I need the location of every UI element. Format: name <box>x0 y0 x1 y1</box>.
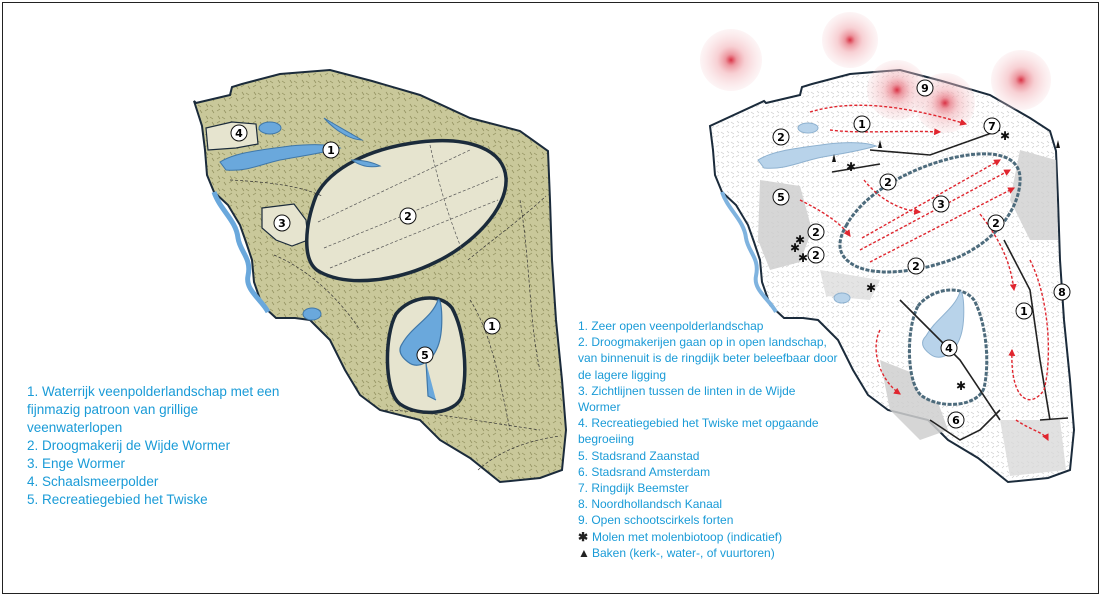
left-legend-item: 2. Droogmakerij de Wijde Wormer <box>27 438 231 453</box>
left-legend-item: 3. Enge Wormer <box>27 456 126 471</box>
svg-text:5: 5 <box>421 349 429 362</box>
svg-text:1: 1 <box>1020 305 1028 318</box>
left-marker-1b: 1 <box>483 317 501 335</box>
svg-text:7: 7 <box>988 120 996 133</box>
right-marker-9: 9 <box>916 79 934 97</box>
right-legend-item: 2. Droogmakerijen gaan op in open landsc… <box>578 335 838 382</box>
windmill-icon: ✱ <box>578 529 589 544</box>
right-legend-item: 7. Ringdijk Beemster <box>578 481 689 496</box>
urban-zaanstad <box>758 180 812 270</box>
right-legend-item: 6. Stadsrand Amsterdam <box>578 464 711 479</box>
right-legend-item: 4. Recreatiegebied het Twiske met opgaan… <box>578 416 819 447</box>
svg-text:3: 3 <box>937 198 945 211</box>
svg-text:2: 2 <box>992 217 1000 230</box>
svg-text:2: 2 <box>884 176 892 189</box>
svg-text:2: 2 <box>912 260 920 273</box>
windmill-legend-label: Molen met molenbiotoop (indicatief) <box>592 529 783 544</box>
right-marker-7: 7 <box>983 117 1001 135</box>
right-map: ✱ ✱ ✱ ✱ ✱ ✱ ✱ 1 1 2 2 2 2 2 2 3 4 5 6 7 … <box>700 12 1076 484</box>
fort-circles <box>700 12 1051 133</box>
symbols: ✱ ✱ ✱ ✱ ✱ ✱ ✱ <box>790 129 1060 393</box>
right-marker-2a: 2 <box>772 128 790 146</box>
right-marker-6: 6 <box>947 411 965 429</box>
beacon-icon <box>878 140 882 148</box>
right-marker-4: 4 <box>940 339 958 357</box>
svg-text:1: 1 <box>488 320 496 333</box>
view-arrows <box>799 104 1050 442</box>
right-marker-8: 8 <box>1053 283 1071 301</box>
svg-text:4: 4 <box>235 127 243 140</box>
svg-text:5: 5 <box>777 191 785 204</box>
windmill-icon: ✱ <box>795 233 805 247</box>
right-marker-1b: 1 <box>1015 302 1033 320</box>
right-legend-symbol-windmill: ✱Molen met molenbiotoop (indicatief) <box>578 529 838 545</box>
right-legend: 1. Zeer open veenpolderlandschap 2. Droo… <box>578 318 838 561</box>
windmill-icon: ✱ <box>798 251 808 265</box>
left-legend-item: 4. Schaalsmeerpolder <box>27 474 159 489</box>
windmill-icon: ✱ <box>846 160 856 174</box>
left-legend-item: 1. Waterrijk veenpolderlandschap met een… <box>27 384 280 435</box>
left-marker-2: 2 <box>399 207 417 225</box>
svg-text:2: 2 <box>777 131 785 144</box>
right-marker-1: 1 <box>853 115 871 133</box>
svg-text:3: 3 <box>278 217 286 230</box>
left-marker-5: 5 <box>416 346 434 364</box>
svg-text:4: 4 <box>945 342 953 355</box>
right-marker-2f: 2 <box>807 246 825 264</box>
left-map-western-river <box>211 191 271 314</box>
right-marker-3: 3 <box>932 195 950 213</box>
beacon-icon <box>1056 140 1060 148</box>
right-legend-item: 9. Open schootscirkels forten <box>578 513 734 528</box>
windmill-icon: ✱ <box>956 379 966 393</box>
left-marker-3: 3 <box>273 214 291 232</box>
svg-text:9: 9 <box>921 82 929 95</box>
svg-text:2: 2 <box>404 210 412 223</box>
svg-text:6: 6 <box>952 414 960 427</box>
svg-text:1: 1 <box>327 144 335 157</box>
svg-text:2: 2 <box>812 249 820 262</box>
right-legend-item: 8. Noordhollandsch Kanaal <box>578 497 723 512</box>
svg-text:1: 1 <box>858 118 866 131</box>
left-map: 1 2 3 4 5 1 <box>193 68 568 484</box>
right-map-markers: 1 1 2 2 2 2 2 2 3 4 5 6 7 8 9 <box>772 79 1071 429</box>
right-legend-symbol-beacon: ▲Baken (kerk-, water-, of vuurtoren) <box>578 545 838 561</box>
left-legend: 1. Waterrijk veenpolderlandschap met een… <box>27 383 297 509</box>
right-marker-2b: 2 <box>879 173 897 191</box>
beacon-icon <box>832 154 836 162</box>
left-map-water-main <box>219 144 342 171</box>
right-legend-item: 5. Stadsrand Zaanstad <box>578 448 700 463</box>
left-map-markers: 1 2 3 4 5 1 <box>230 124 501 364</box>
svg-text:8: 8 <box>1058 286 1066 299</box>
beacon-legend-label: Baken (kerk-, water-, of vuurtoren) <box>592 545 775 560</box>
windmill-icon: ✱ <box>1000 129 1010 143</box>
right-marker-2e: 2 <box>907 257 925 275</box>
beacon-icon: ▲ <box>578 545 590 560</box>
right-marker-2d: 2 <box>987 214 1005 232</box>
right-legend-item: 3. Zichtlijnen tussen de linten in de Wi… <box>578 383 796 415</box>
left-marker-1: 1 <box>322 141 340 159</box>
right-map-wijde-wormer-ring <box>838 152 1022 274</box>
right-marker-2c: 2 <box>807 223 825 241</box>
left-legend-item: 5. Recreatiegebied het Twiske <box>27 492 208 507</box>
right-marker-5: 5 <box>772 188 790 206</box>
right-legend-item: 1. Zeer open veenpolderlandschap <box>578 319 764 333</box>
windmill-icon: ✱ <box>790 241 800 255</box>
left-marker-4: 4 <box>230 124 248 142</box>
svg-text:2: 2 <box>812 226 820 239</box>
windmill-icon: ✱ <box>866 281 876 295</box>
